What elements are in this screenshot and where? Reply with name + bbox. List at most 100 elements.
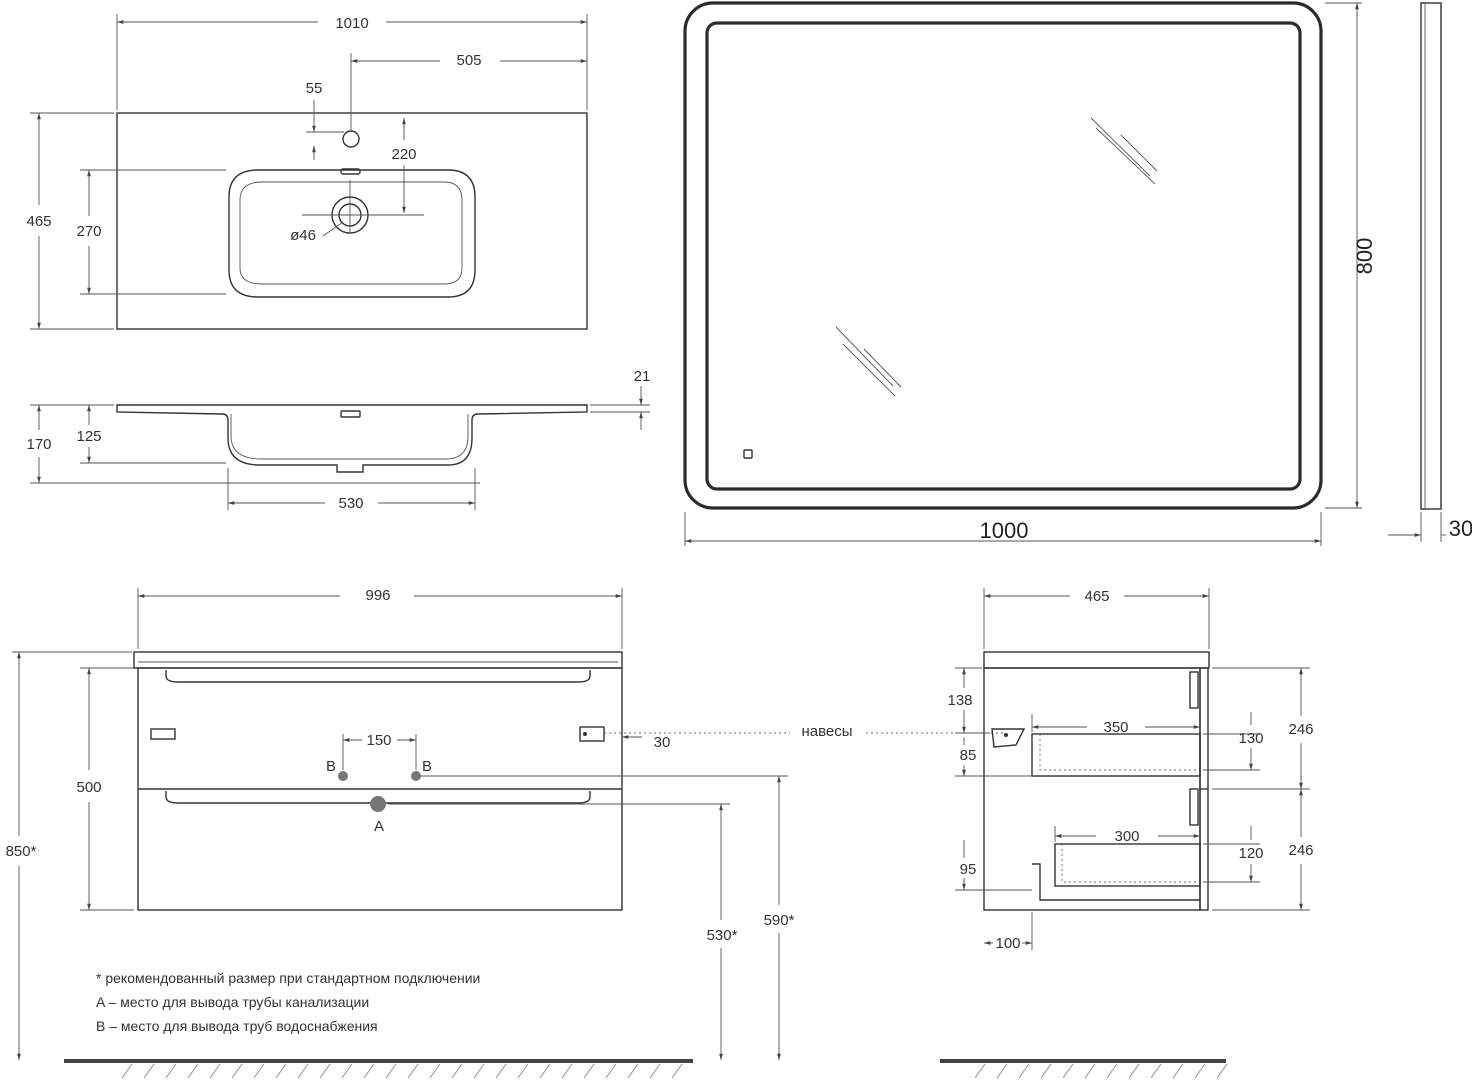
- dim-lower-gap: 95: [960, 861, 977, 878]
- dim-mirror-depth: 30: [1449, 516, 1472, 541]
- lower-drawer: [1054, 843, 1201, 887]
- side-countertop: [983, 651, 1210, 669]
- side-handle-lower: [1189, 788, 1199, 826]
- floor-hatch: [1150, 1063, 1162, 1079]
- dim-mirror-height: 800: [1352, 238, 1377, 275]
- hanger-right: [579, 726, 605, 742]
- side-hanger: [991, 728, 1026, 748]
- floor-hatch: [385, 1063, 397, 1079]
- floor-hatch: [209, 1063, 221, 1079]
- label-drain: A: [374, 818, 384, 835]
- floor-hatch: [341, 1063, 353, 1079]
- dim-section-height: 170: [26, 436, 51, 453]
- floor-hatch: [297, 1063, 309, 1079]
- floor-hatch: [1018, 1063, 1030, 1079]
- dim-basin-depth: 465: [26, 213, 51, 230]
- mirror-side-view: 30: [1388, 2, 1472, 542]
- floor-hatch: [143, 1063, 155, 1079]
- floor-hatch: [473, 1063, 485, 1079]
- basin-bowl-inner: [239, 181, 463, 285]
- floor-hatch: [974, 1063, 986, 1079]
- floor-hatch: [561, 1063, 573, 1079]
- basin-bowl-outer: [228, 169, 476, 298]
- note-water: B – место для вывода труб водоснабжения: [96, 1018, 378, 1034]
- floor-hatch: [231, 1063, 243, 1079]
- section-overflow: [340, 410, 361, 418]
- dim-drain-diameter: ø46: [290, 227, 316, 244]
- dim-mirror-width: 1000: [980, 518, 1029, 543]
- dim-lower-front: 246: [1288, 842, 1313, 859]
- side-plinth: [1032, 863, 1200, 901]
- cabinet-front-view: B B 150 A 30 996 500 850* 590*: [6, 587, 795, 1060]
- floor-hatch: [1172, 1063, 1184, 1079]
- touch-sensor-icon: [743, 449, 753, 459]
- dim-drain-offset: 220: [391, 146, 416, 163]
- dim-total-height: 850*: [6, 843, 37, 860]
- floor-hatch: [275, 1063, 287, 1079]
- note-recommended: * рекомендованный размер при стандартном…: [96, 970, 480, 986]
- water-outlet-right: [411, 771, 421, 781]
- side-body: [983, 667, 1201, 911]
- floor-hatch: [671, 1063, 683, 1079]
- dim-side-depth: 465: [1084, 588, 1109, 605]
- floor-hatch: [121, 1063, 133, 1079]
- notes: * рекомендованный размер при стандартном…: [96, 970, 480, 1034]
- dim-top-gap: 138: [947, 692, 972, 709]
- floor-hatch: [253, 1063, 265, 1079]
- floor-hatch: [1084, 1063, 1096, 1079]
- handle-upper: [165, 670, 591, 683]
- label-hangers: навесы: [801, 723, 852, 740]
- floor-hatch: [165, 1063, 177, 1079]
- hanger-left: [150, 728, 176, 740]
- basin-section-outline: [116, 404, 588, 473]
- floor-hatch: [649, 1063, 661, 1079]
- floor-hatch: [996, 1063, 1008, 1079]
- floor-hatch: [363, 1063, 375, 1079]
- basin-section-view: 21 170 125 530: [26, 368, 650, 512]
- floor-hatch: [1040, 1063, 1052, 1079]
- tap-hole: [342, 130, 360, 148]
- floor-hatch: [517, 1063, 529, 1079]
- mirror-side-outline: [1420, 2, 1442, 510]
- mirror-front-view: 1000 800: [683, 1, 1377, 546]
- dim-upper-drawer-depth: 350: [1103, 719, 1128, 736]
- floor-hatch: [451, 1063, 463, 1079]
- mirror-glass: [705, 21, 1302, 491]
- overflow-slot: [340, 168, 361, 175]
- floor-hatch: [1128, 1063, 1140, 1079]
- floor-hatch: [605, 1063, 617, 1079]
- label-water-right: B: [422, 758, 432, 775]
- floor-hatch: [319, 1063, 331, 1079]
- dim-lower-drawer-depth: 300: [1114, 828, 1139, 845]
- cabinet-side-view: 350 300 465 138 85 95 100: [947, 588, 1314, 952]
- floor-hatch: [407, 1063, 419, 1079]
- dim-back-offset: 100: [995, 935, 1020, 952]
- dim-upper-front: 246: [1288, 721, 1313, 738]
- floor-hatch: [429, 1063, 441, 1079]
- side-handle-upper: [1189, 671, 1199, 709]
- water-outlet-left: [338, 771, 348, 781]
- floor-hatch: [1062, 1063, 1074, 1079]
- front-countertop: [133, 651, 623, 669]
- drain-outlet: [370, 796, 386, 812]
- floor-hatch: [187, 1063, 199, 1079]
- floor-hatch: [1194, 1063, 1206, 1079]
- dim-bowl-depth: 270: [76, 223, 101, 240]
- basin-outline: [116, 112, 588, 330]
- dim-bowl-height: 125: [76, 428, 101, 445]
- mirror-reflection-lines: [835, 117, 1158, 397]
- dim-hanger-offset: 30: [654, 734, 671, 751]
- label-water-left: B: [326, 758, 336, 775]
- dim-cabinet-body-height: 500: [76, 779, 101, 796]
- dim-drain-height: 530*: [707, 927, 738, 944]
- dim-water-spacing: 150: [366, 732, 391, 749]
- floor-hatch: [1216, 1063, 1228, 1079]
- dim-bowl-width: 530: [338, 495, 363, 512]
- basin-top-view: 1010 505 55 220 ø46 465 270: [26, 14, 588, 330]
- dim-slab-thickness: 21: [634, 368, 651, 385]
- note-drain: A – место для вывода трубы канализации: [96, 994, 369, 1010]
- upper-drawer: [1031, 733, 1201, 777]
- floor-hatch: [1106, 1063, 1118, 1079]
- floor-hatch: [627, 1063, 639, 1079]
